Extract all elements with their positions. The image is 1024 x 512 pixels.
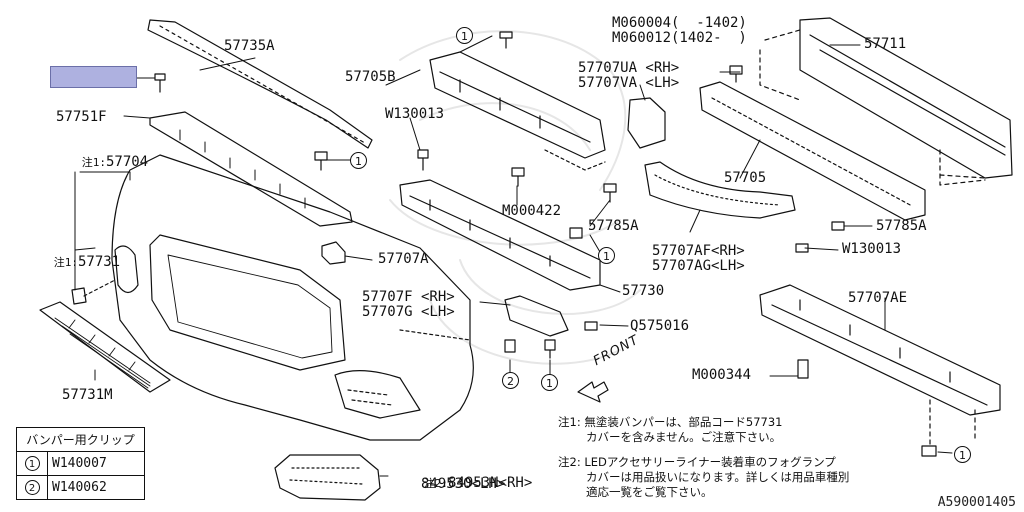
part-57731-cover[interactable] (71, 287, 87, 305)
clip-table-header-row: バンパー用クリップ (16, 427, 145, 452)
label-57711[interactable]: 57711 (864, 36, 907, 52)
part-57735A-strip[interactable] (147, 19, 373, 149)
part-57707A-clip[interactable] (321, 241, 346, 265)
note-2-line-2: カバーは用品扱いになります。詳しくは用品車種別 (586, 470, 850, 484)
clip-table-symbol-cell: 2 (16, 475, 48, 500)
callout-clip-1-top[interactable]: 1 (456, 27, 473, 44)
label-84953-note-prefix: 注2: (423, 477, 448, 490)
label-57704-note-prefix: 注1: (81, 156, 106, 169)
label-57731-code: 57731 (77, 254, 121, 270)
label-Q575016[interactable]: Q575016 (630, 318, 690, 334)
label-57707VA[interactable]: 57707VA <LH> (578, 75, 680, 91)
label-57785A-right[interactable]: 57785A (876, 218, 927, 234)
label-57707AG[interactable]: 57707AG<LH> (652, 258, 745, 274)
note-1-line-2: カバーを含みません。ご注意下さい。 (586, 430, 782, 444)
clip-table-symbol-cell: 1 (16, 451, 48, 476)
label-84953N-code: 84953N<RH> (447, 475, 533, 491)
clip-table-header: バンパー用クリップ (16, 427, 145, 452)
part-57751F-bracket[interactable] (149, 111, 353, 227)
label-M060012[interactable]: M060012(1402- ) (612, 30, 747, 46)
clip-table-code-cell: W140007 (47, 451, 145, 476)
clip-table-row[interactable]: 1 W140007 (16, 451, 145, 476)
callout-clip-2-bumper[interactable]: 2 (502, 372, 519, 389)
label-57705[interactable]: 57705 (724, 170, 767, 186)
part-57707F-bracket[interactable] (504, 295, 569, 337)
label-57707G[interactable]: 57707G <LH> (362, 304, 455, 320)
label-57731[interactable]: 注1:57731 (20, 240, 120, 285)
note-2-line-1: 注2: LEDアクセサリーライナー装着車のフォグランプ (558, 455, 836, 469)
label-57707AF[interactable]: 57707AF<RH> (652, 243, 745, 259)
watermark-crest (389, 30, 641, 365)
label-57735A[interactable]: 57735A (224, 38, 275, 54)
label-57785A-left[interactable]: 57785A (588, 218, 639, 234)
clip-table-row[interactable]: 2 W140062 (16, 475, 145, 500)
leader-lines (74, 35, 953, 477)
callout-clip-1-under[interactable]: 1 (954, 446, 971, 463)
clip-symbol-circle: 2 (24, 480, 40, 495)
diagram-code: A590001405 (937, 495, 1016, 510)
clip-symbol-circle: 1 (24, 456, 40, 471)
part-57707AF-side-bracket[interactable] (644, 161, 796, 219)
part-84953N-fog-cover[interactable] (274, 454, 381, 501)
label-57704-code: 57704 (105, 154, 149, 170)
label-57731M[interactable]: 57731M (62, 387, 113, 403)
label-57707A[interactable]: 57707A (378, 251, 429, 267)
label-57751F[interactable]: 57751F (56, 109, 107, 125)
part-57731M-lower-grille[interactable] (39, 301, 171, 393)
note-2-line-3: 適応一覧をご覧下さい。 (586, 485, 713, 499)
label-W130013-right[interactable]: W130013 (842, 241, 902, 257)
fastener-symbols (154, 31, 937, 457)
label-M000344[interactable]: M000344 (692, 367, 752, 383)
bumper-fog-lamp-recess-left (114, 245, 139, 294)
label-57707AE[interactable]: 57707AE (848, 290, 908, 306)
label-57731-note-prefix: 注1: (53, 256, 78, 269)
label-84953N[interactable]: 注2:84953N<RH> (390, 461, 533, 506)
label-57707F[interactable]: 57707F <RH> (362, 289, 455, 305)
label-M000422[interactable]: M000422 (502, 203, 562, 219)
clip-table-code-cell: W140062 (47, 475, 145, 500)
highlighted-label-box[interactable] (50, 66, 137, 88)
callout-clip-1-absorber[interactable]: 1 (598, 247, 615, 264)
callout-clip-1-grille[interactable]: 1 (350, 152, 367, 169)
label-57730[interactable]: 57730 (622, 283, 665, 299)
callout-clip-1-bumper[interactable]: 1 (541, 374, 558, 391)
bumper-grille-opening (149, 234, 346, 371)
part-57707AE-under-bracket[interactable] (759, 284, 1001, 416)
label-84953O[interactable]: 84953O<LH> (421, 476, 506, 492)
part-57705-absorber[interactable] (699, 81, 926, 221)
label-57707UA[interactable]: 57707UA <RH> (578, 60, 680, 76)
bumper-fog-lamp-recess-right (334, 370, 421, 419)
part-57704-bumper-face[interactable] (111, 154, 474, 441)
part-57707UA-bracket[interactable] (627, 97, 666, 149)
front-direction-arrow (577, 381, 609, 403)
bumper-clip-table: バンパー用クリップ 1 W140007 2 W140062 (16, 427, 145, 500)
label-57705B[interactable]: 57705B (345, 69, 396, 85)
note-1-line-1: 注1: 無塗装バンパーは、部品コード57731 (558, 415, 783, 429)
part-57711-reinforcement[interactable] (799, 17, 1013, 179)
label-57704[interactable]: 注1:57704 (48, 140, 148, 185)
label-W130013-upper[interactable]: W130013 (385, 106, 445, 122)
label-M060004[interactable]: M060004( -1402) (612, 15, 747, 31)
